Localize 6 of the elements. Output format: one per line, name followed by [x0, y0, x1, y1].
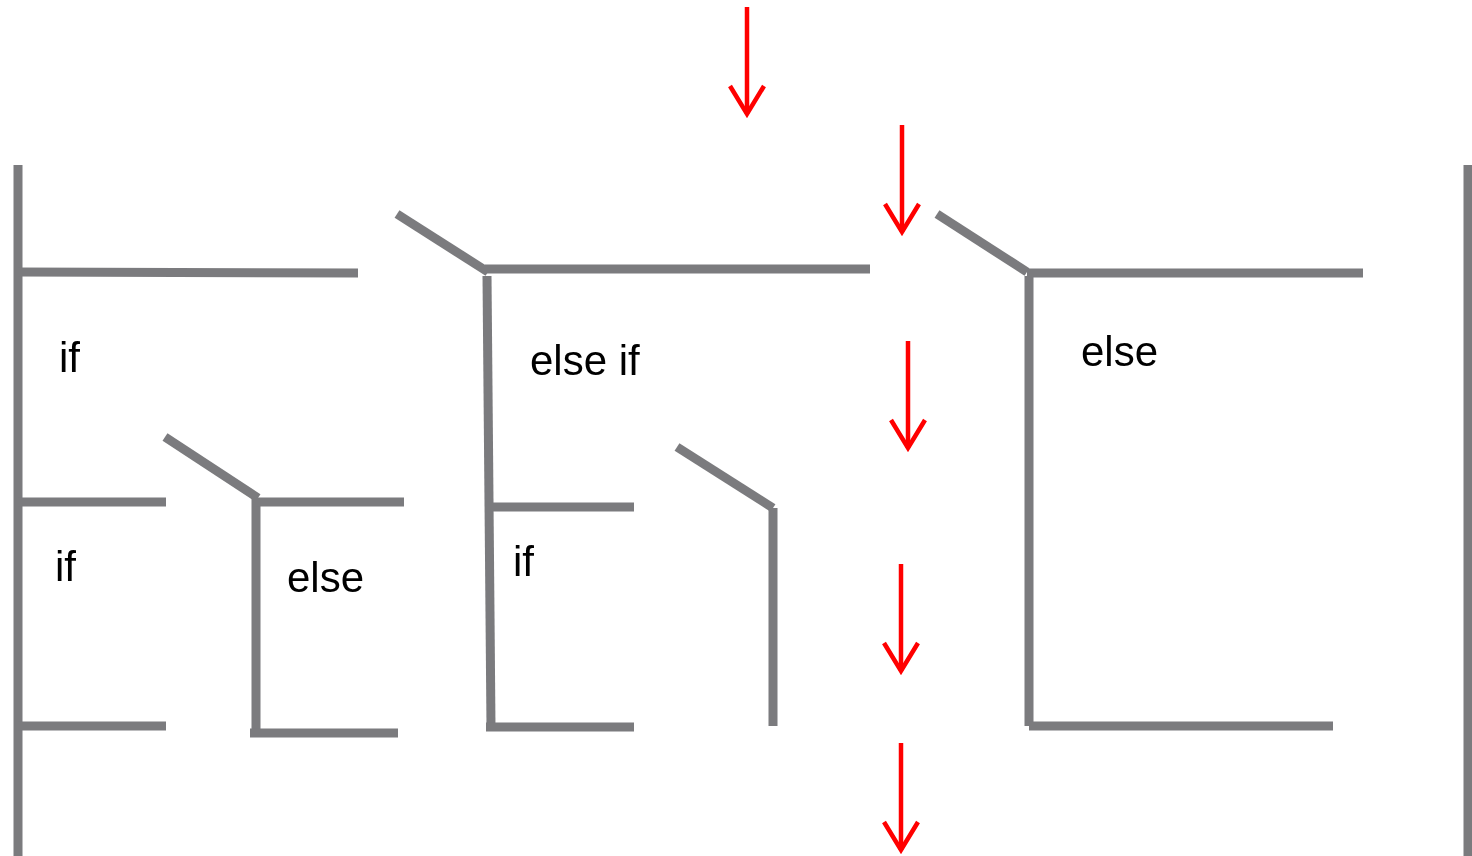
- branch-label: if: [55, 546, 76, 588]
- branch-label: else: [1081, 331, 1159, 373]
- branch-label: else if: [530, 340, 640, 382]
- branch-label: if: [59, 337, 80, 379]
- branch-label: if: [513, 541, 534, 583]
- branch-label: else: [287, 557, 365, 599]
